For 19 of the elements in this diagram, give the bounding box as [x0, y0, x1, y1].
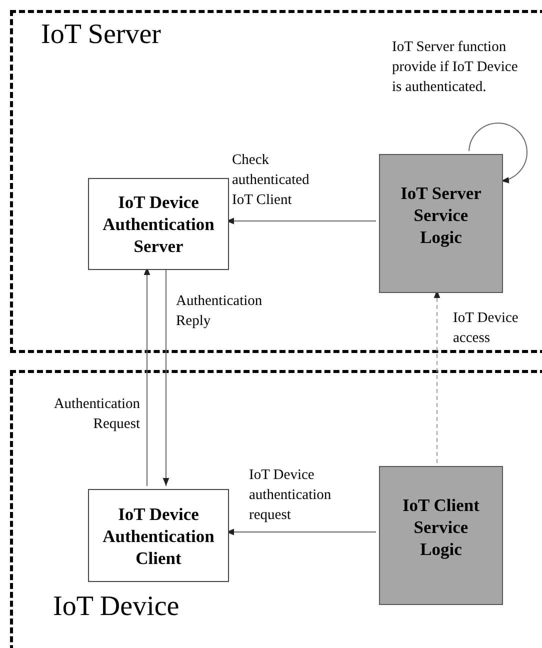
box-label: IoT Client Service Logic: [402, 494, 480, 560]
box-label: IoT Server Service Logic: [400, 182, 482, 248]
edge-label: Authentication Reply: [176, 292, 264, 331]
edge-label: Check authenticated IoT Client: [232, 151, 310, 210]
edge-label: IoT Device authentication request: [249, 466, 332, 525]
process-box: [88, 178, 229, 270]
dashed-region: [10, 10, 542, 353]
box-label: IoT Device Authentication Client: [102, 502, 216, 568]
box-label: IoT Device Authentication Server: [102, 191, 216, 257]
dashed-region: [10, 370, 542, 648]
edge-label: Authentication Request: [52, 395, 140, 434]
process-box: [379, 154, 503, 293]
process-box: [88, 489, 229, 582]
edge-label: IoT Device access: [453, 309, 520, 348]
arrow: [468, 122, 528, 183]
edge-label: IoT Server function provide if IoT Device is authenticated.: [392, 38, 519, 97]
region-title: IoT Device: [53, 593, 180, 621]
region-title: IoT Server: [41, 21, 161, 49]
process-box: [379, 466, 503, 605]
